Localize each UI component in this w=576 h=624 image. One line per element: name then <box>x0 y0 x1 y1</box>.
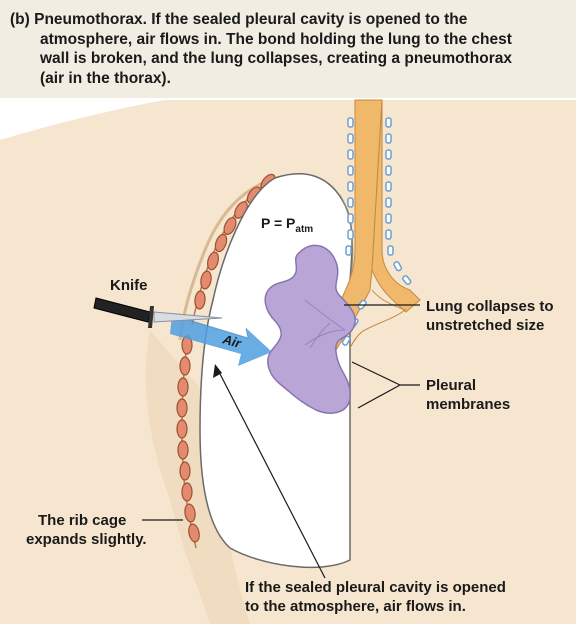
rib-cage-label: The rib cage expands slightly. <box>26 511 147 549</box>
knife-label: Knife <box>110 277 148 294</box>
pleural-membranes-label: Pleural membranes <box>426 376 510 414</box>
leader-lines <box>142 304 420 579</box>
caption-line-2: atmosphere, air flows in. The bond holdi… <box>40 30 512 48</box>
caption-prefix: (b) <box>10 11 30 28</box>
lung-collapses-line-1: Lung collapses to <box>426 298 554 315</box>
caption-panel <box>0 0 576 98</box>
caption-line-3: wall is broken, and the lung collapses, … <box>40 50 512 67</box>
pressure-subscript: atm <box>295 224 313 235</box>
rib-cage-line-2: expands slightly. <box>26 531 147 548</box>
pleural-line-2: membranes <box>426 396 511 413</box>
rib-cage-line-1: The rib cage <box>38 512 127 529</box>
lung-bronchi <box>304 299 346 349</box>
caption-line-4: (air in the thorax). <box>40 69 171 87</box>
figure-caption: (b) Pneumothorax. If the sealed pleural … <box>10 10 566 88</box>
pleural-line-1: Pleural <box>426 377 477 394</box>
bottom-note-label: If the sealed pleural cavity is opened t… <box>245 578 506 616</box>
knife <box>93 297 223 328</box>
lung-collapses-label: Lung collapses to unstretched size <box>426 297 554 335</box>
body-shadow <box>145 330 250 624</box>
lung-collapses-line-2: unstretched size <box>426 317 545 334</box>
lower-rib-chain <box>176 334 200 549</box>
pressure-lhs: P = P <box>261 215 295 231</box>
caption-line-1: If the sealed pleural cavity is opened t… <box>151 11 468 28</box>
bottom-note-line-2: to the atmosphere, air flows in. <box>245 598 466 615</box>
pressure-label: P = Patm <box>261 215 313 235</box>
collapsed-lung <box>264 244 356 414</box>
air-arrow <box>170 314 272 366</box>
leader-arrowhead <box>213 364 222 378</box>
bottom-note-line-1: If the sealed pleural cavity is opened <box>245 579 506 596</box>
caption-title: Pneumothorax. <box>34 11 147 28</box>
air-label: Air <box>220 331 243 351</box>
